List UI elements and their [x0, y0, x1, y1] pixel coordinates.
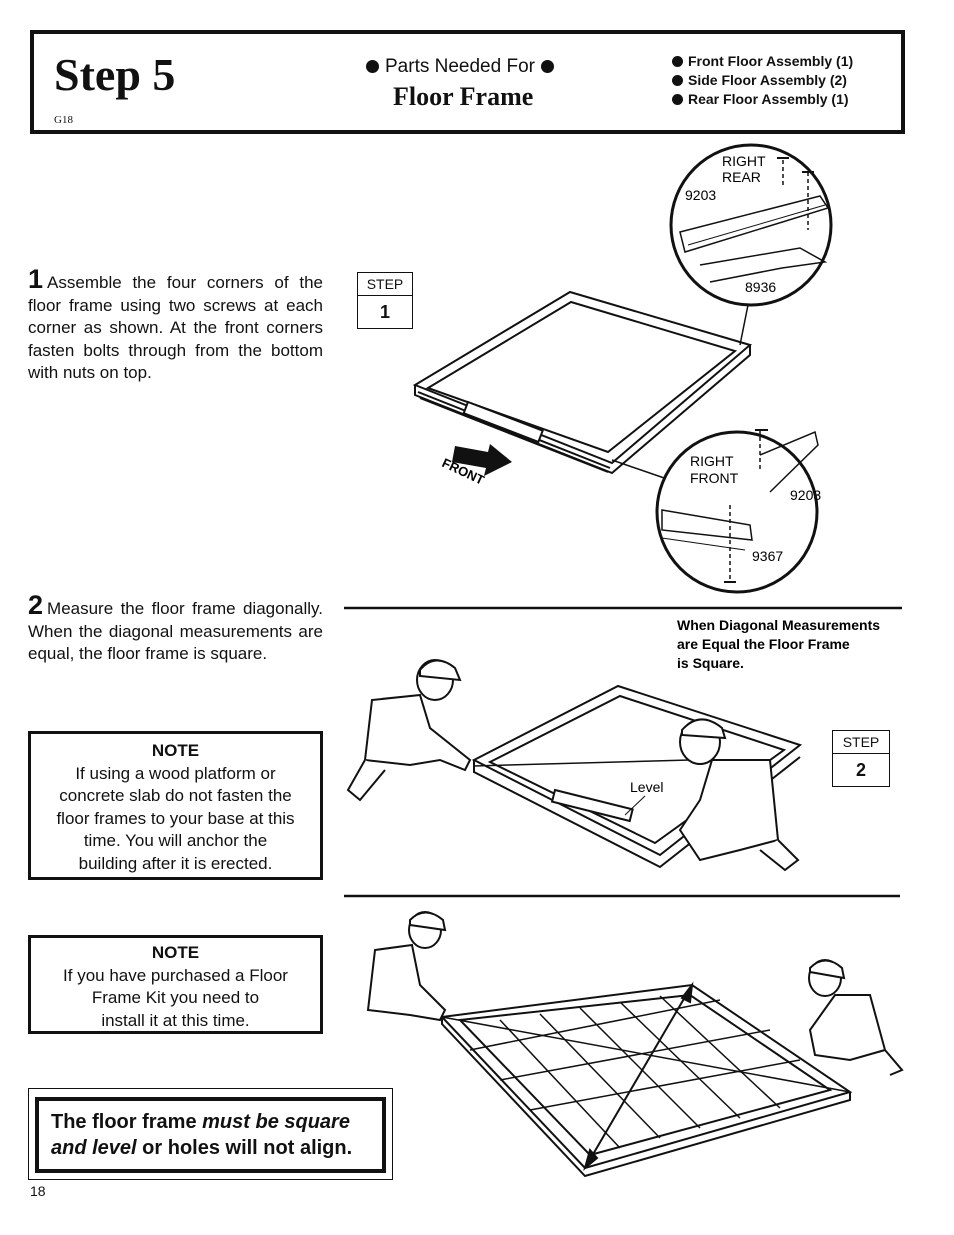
svg-text:FRONT: FRONT: [690, 470, 739, 486]
front-corner-detail: RIGHT FRONT 9203 9367: [611, 429, 821, 594]
level-label: Level: [630, 779, 663, 795]
svg-text:RIGHT: RIGHT: [690, 453, 734, 469]
svg-text:9203: 9203: [685, 187, 716, 203]
svg-text:REAR: REAR: [722, 169, 761, 185]
step-box-1: STEP 1: [357, 272, 413, 329]
front-arrow-icon: FRONT: [440, 444, 512, 488]
header-box: [30, 30, 905, 134]
rear-corner-detail: RIGHT REAR 9203 8936: [669, 143, 833, 346]
worker-kneeling-left-icon: [366, 911, 447, 1022]
worker-kneeling-right-icon: [808, 959, 904, 1076]
warning-box: The floor frame must be square and level…: [28, 1088, 393, 1180]
step-box-2: STEP 2: [832, 730, 890, 787]
step-title: Step 5: [54, 49, 176, 100]
svg-text:9367: 9367: [752, 548, 783, 564]
svg-text:RIGHT: RIGHT: [722, 153, 766, 169]
caption-line: are Equal the Floor Frame: [677, 636, 850, 652]
parts-needed-heading: Parts Needed For: [360, 56, 560, 78]
worker-right-icon: [678, 718, 800, 872]
caption-line: When Diagonal Measurements: [677, 617, 880, 633]
parts-list: Front Floor Assembly (1) Side Floor Asse…: [672, 52, 853, 109]
assembly-name: Floor Frame: [393, 82, 534, 111]
parts-list-item: Side Floor Assembly (2): [672, 71, 853, 90]
note-title: NOTE: [151, 943, 200, 962]
floor-kit-illustration: [439, 981, 853, 1178]
bullet-icon: [672, 56, 683, 67]
caption-line: is Square.: [677, 655, 744, 671]
svg-text:9203: 9203: [790, 487, 821, 503]
floor-frame-illustration: [412, 290, 753, 475]
worker-left-icon: [346, 659, 472, 802]
parts-list-item: Rear Floor Assembly (1): [672, 90, 853, 109]
page-code: G18: [54, 114, 73, 126]
note-floor-kit: NOTE If you have purchased a Floor Frame…: [28, 935, 323, 1034]
bullet-icon: [366, 60, 379, 74]
bullet-icon: [672, 94, 683, 105]
note-wood-platform: NOTE If using a wood platform or concret…: [28, 731, 323, 880]
bullet-icon: [672, 75, 683, 86]
note-title: NOTE: [151, 741, 200, 760]
parts-list-item: Front Floor Assembly (1): [672, 52, 853, 71]
page-number: 18: [30, 1183, 46, 1199]
svg-text:8936: 8936: [745, 279, 776, 295]
bullet-icon: [540, 60, 554, 74]
